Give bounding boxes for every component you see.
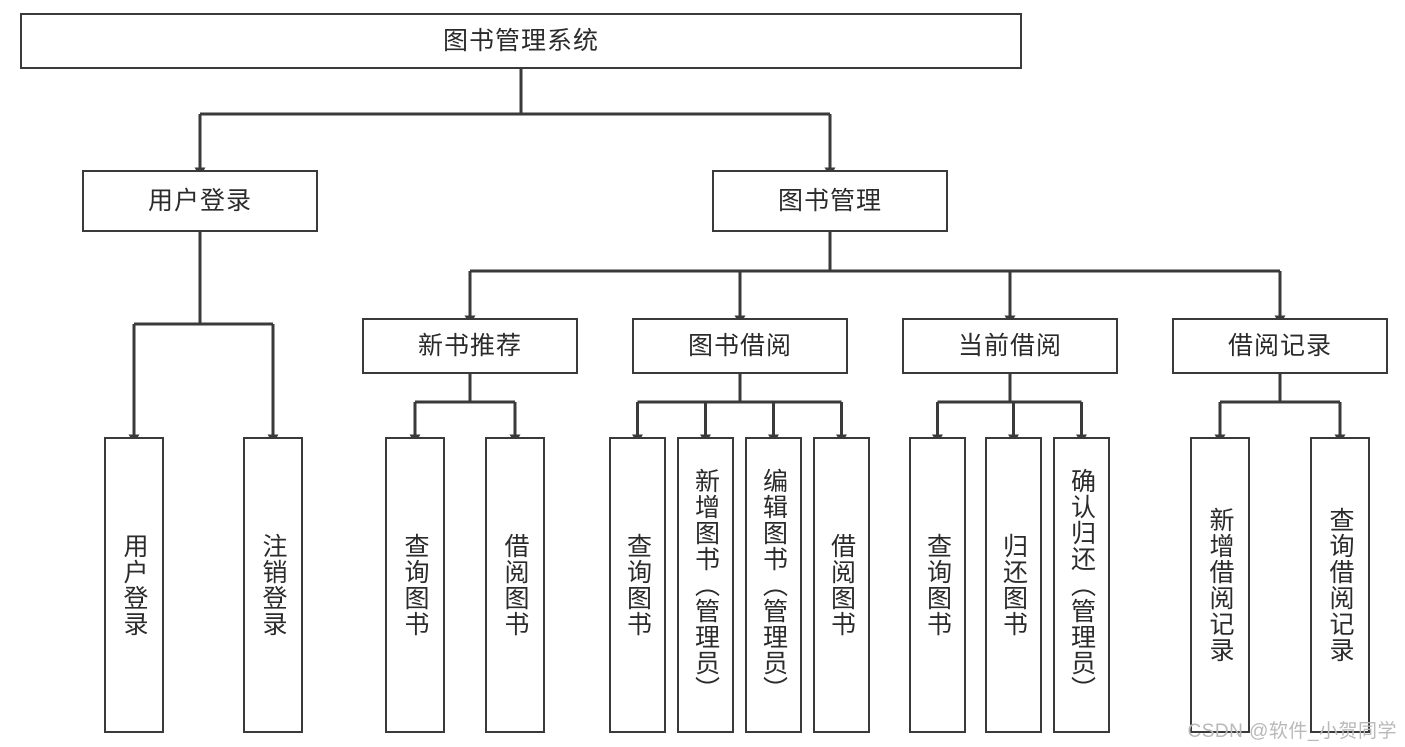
leaf-label: 归还图书 xyxy=(999,533,1028,637)
leaf-label: 新增借阅记录 xyxy=(1206,507,1234,663)
leaf-label: 用户登录 xyxy=(120,533,148,637)
watermark-text: CSDN @软件_小贺同学 xyxy=(1187,721,1397,742)
node-leaf-return-book[interactable]: 归还图书 xyxy=(985,437,1042,733)
leaf-label: 确认归还（管理员） xyxy=(1067,468,1096,702)
leaf-label: 查询图书 xyxy=(623,533,652,637)
node-leaf-borrow-book-1[interactable]: 借阅图书 xyxy=(485,437,545,733)
leaf-label: 注销登录 xyxy=(259,533,287,637)
node-leaf-confirm-return[interactable]: 确认归还（管理员） xyxy=(1053,437,1110,733)
leaf-label: 借阅图书 xyxy=(501,533,529,637)
leaf-label: 查询图书 xyxy=(923,533,952,637)
node-book-borrow[interactable]: 图书借阅 xyxy=(632,318,848,374)
node-leaf-query-book-3[interactable]: 查询图书 xyxy=(909,437,966,733)
node-leaf-query-record[interactable]: 查询借阅记录 xyxy=(1310,437,1370,733)
node-new-book-rec[interactable]: 新书推荐 xyxy=(362,318,578,374)
node-leaf-user-login[interactable]: 用户登录 xyxy=(104,437,164,733)
leaf-label: 借阅图书 xyxy=(827,533,856,637)
node-root[interactable]: 图书管理系统 xyxy=(20,13,1022,69)
leaf-label: 新增图书（管理员） xyxy=(691,468,720,702)
node-borrow-record[interactable]: 借阅记录 xyxy=(1172,318,1388,374)
node-user-login[interactable]: 用户登录 xyxy=(82,170,318,232)
node-leaf-edit-book[interactable]: 编辑图书（管理员） xyxy=(745,437,802,733)
node-leaf-query-book-1[interactable]: 查询图书 xyxy=(385,437,445,733)
node-book-manage[interactable]: 图书管理 xyxy=(712,170,948,232)
node-leaf-add-record[interactable]: 新增借阅记录 xyxy=(1190,437,1250,733)
node-current-borrow[interactable]: 当前借阅 xyxy=(902,318,1118,374)
leaf-label: 查询借阅记录 xyxy=(1326,507,1354,663)
node-leaf-query-book-2[interactable]: 查询图书 xyxy=(609,437,666,733)
node-leaf-borrow-book-2[interactable]: 借阅图书 xyxy=(813,437,870,733)
leaf-label: 查询图书 xyxy=(401,533,429,637)
leaf-label: 编辑图书（管理员） xyxy=(759,468,788,702)
node-leaf-logout[interactable]: 注销登录 xyxy=(243,437,303,733)
node-leaf-add-book[interactable]: 新增图书（管理员） xyxy=(677,437,734,733)
